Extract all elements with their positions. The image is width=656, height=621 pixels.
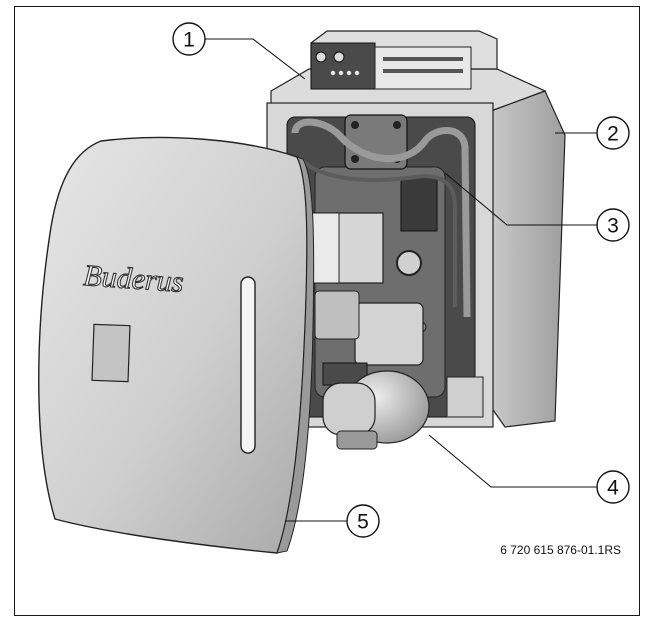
control-panel-body: [374, 46, 472, 90]
front-cover: [38, 136, 308, 554]
casing-side-panel: [490, 90, 566, 428]
callout-3-label: 3: [607, 215, 619, 238]
leader-line-4: [428, 434, 597, 488]
callout-5: 5: [346, 504, 380, 538]
callout-4-label: 4: [607, 477, 619, 500]
callout-3: 3: [596, 208, 630, 242]
plate-bolt: [393, 121, 401, 129]
plate-bolt: [351, 155, 359, 163]
control-panel-slot: [383, 69, 463, 73]
ignition-box-front: [310, 212, 340, 284]
callout-2: 2: [596, 116, 630, 150]
sight-glass: [396, 250, 422, 276]
control-knob: [333, 51, 345, 63]
pipe-loop: [291, 118, 471, 318]
indicator-dot: [354, 70, 360, 76]
burner-base: [336, 430, 378, 450]
plate-bolt: [351, 121, 359, 129]
callout-1: 1: [172, 22, 206, 56]
pipe-loop-inner: [297, 155, 457, 307]
leader-line-1: [205, 38, 306, 80]
control-knob: [315, 51, 327, 63]
callout-5-label: 5: [357, 511, 369, 534]
control-panel-front: [310, 42, 376, 90]
front-cover-edge: [276, 156, 315, 554]
boiler-illustration: Buderus 1 2 3 4 5: [38, 22, 630, 554]
cover-window: [91, 323, 131, 383]
callout-2-label: 2: [607, 123, 619, 146]
figure-frame: Buderus 1 2 3 4 5 6 720 615 876-01.1RS: [14, 6, 640, 616]
leader-line-3: [444, 172, 597, 226]
indicator-dot: [346, 70, 352, 76]
callout-4: 4: [596, 470, 630, 504]
callout-1-label: 1: [183, 29, 195, 52]
control-panel-slot: [383, 57, 463, 61]
indicator-dot: [338, 70, 344, 76]
burner-tube: [322, 382, 376, 436]
indicator-dot: [330, 70, 336, 76]
burner-pump: [314, 290, 360, 340]
interior-block: [400, 176, 438, 232]
brand-logo-text: Buderus: [83, 259, 185, 299]
cover-handle-slot: [240, 276, 256, 454]
casing-foot: [446, 376, 484, 418]
burner-housing: [354, 302, 424, 366]
reference-code: 6 720 615 876-01.1RS: [500, 543, 621, 557]
